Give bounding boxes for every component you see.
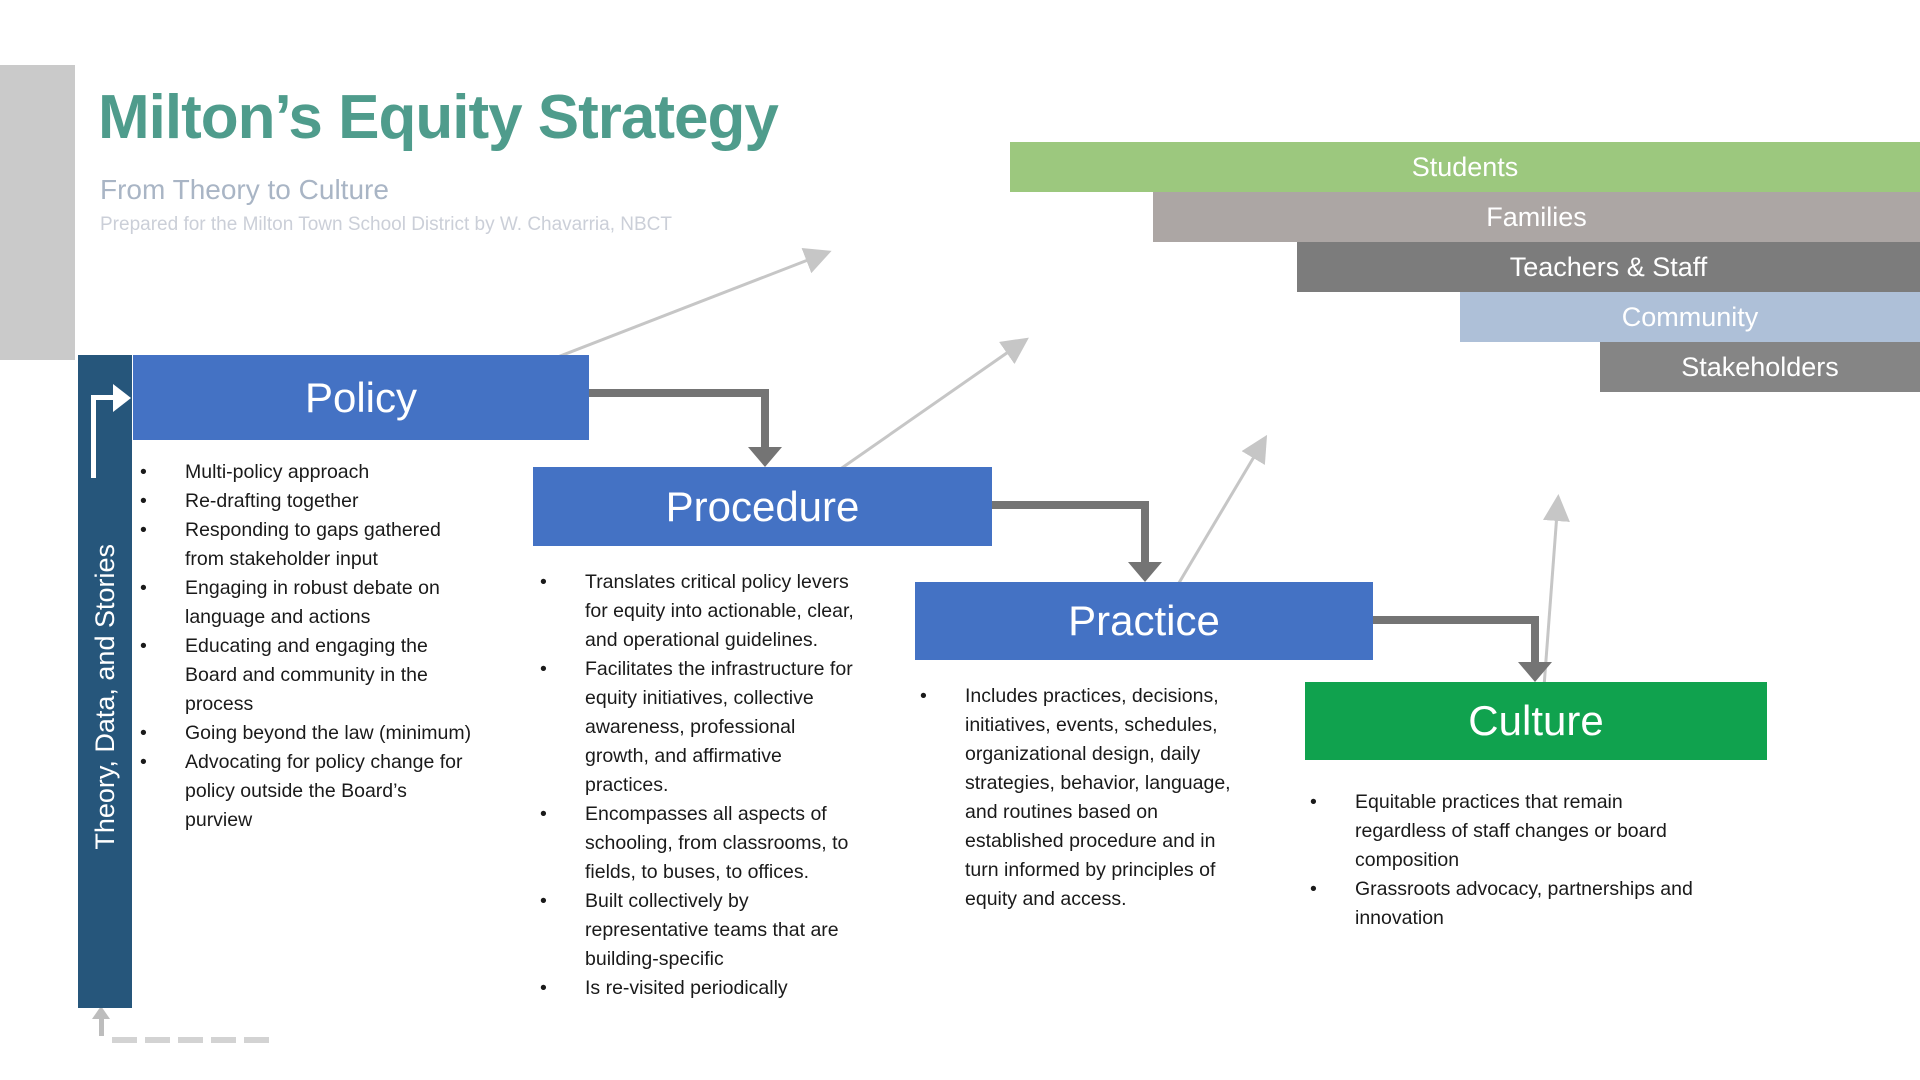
bullet-marker: • <box>140 461 147 483</box>
stakeholder-bar-label: Community <box>1621 301 1759 332</box>
stage-box-label: Policy <box>304 373 418 421</box>
bullet-text: Advocating for policy change for policy … <box>185 751 463 831</box>
stage-box-procedure: Procedure <box>533 467 992 546</box>
bullet-item: • Includes practices, decisions, initiati… <box>920 682 1300 914</box>
stakeholder-bar-teachers-staff: Teachers & Staff <box>1297 242 1920 292</box>
stakeholder-bar-stakeholders: Stakeholders <box>1600 342 1920 392</box>
stage-box-label: Procedure <box>665 482 860 530</box>
bullet-item: • Is re-visited periodically <box>540 974 920 1003</box>
bullet-marker: • <box>140 722 147 744</box>
stage-box-policy: Policy <box>133 355 589 440</box>
bullet-item: • Facilitates the infrastructure for equi… <box>540 655 920 800</box>
up-arrow-shaft <box>99 1018 104 1036</box>
connector-procedure-to-practice-drop <box>1141 501 1149 562</box>
bullet-text: Engaging in robust debate on language an… <box>185 577 440 628</box>
bullet-marker: • <box>540 890 547 912</box>
theory-data-stories-bar: Theory, Data, and Stories <box>78 355 132 1008</box>
bullet-item: • Grassroots advocacy, partnerships and i… <box>1310 875 1760 933</box>
bullet-marker: • <box>140 751 147 773</box>
bullet-marker: • <box>540 803 547 825</box>
stakeholder-bar-families: Families <box>1153 192 1920 242</box>
connector-practice-to-culture-drop <box>1531 616 1539 662</box>
bullet-text: Includes practices, decisions, initiativ… <box>965 685 1231 910</box>
up-arrow-icon <box>92 1006 110 1019</box>
stage-box-culture: Culture <box>1305 682 1767 760</box>
bullet-item: • Educating and engaging the Board and co… <box>140 632 520 719</box>
theory-data-stories-label: Theory, Data, and Stories <box>89 543 120 850</box>
stage-box-label: Culture <box>1468 697 1604 744</box>
bullet-item: • Engaging in robust debate on language a… <box>140 574 520 632</box>
bullet-text: Educating and engaging the Board and com… <box>185 635 428 715</box>
white-elbow-arrow-head-icon <box>113 384 131 412</box>
white-elbow-arrow-shaft <box>91 398 96 478</box>
connector-procedure-to-practice <box>992 501 1149 509</box>
bullet-marker: • <box>540 977 547 999</box>
bullet-marker: • <box>140 577 147 599</box>
stakeholder-bar-students: Students <box>1010 142 1920 192</box>
stage-box-label: Practice <box>1068 597 1220 644</box>
bullet-marker: • <box>540 571 547 593</box>
dashed-path-line <box>112 1037 270 1043</box>
policy-bullet-list: • Multi-policy approach • Re-drafting toget… <box>140 458 520 835</box>
stage-box-practice: Practice <box>915 582 1373 660</box>
connector-arrowhead-down <box>1128 562 1162 582</box>
bullet-item: • Responding to gaps gathered from stakeh… <box>140 516 520 574</box>
bullet-text: Multi-policy approach <box>185 461 370 483</box>
bullet-item: • Encompasses all aspects of schooling, f… <box>540 800 920 887</box>
stakeholder-bar-label: Families <box>1486 201 1587 232</box>
connector-arrowhead-down <box>748 447 782 467</box>
bullet-text: Grassroots advocacy, partnerships and in… <box>1355 878 1693 929</box>
bullet-text: Translates critical policy levers for eq… <box>585 571 854 651</box>
white-elbow-arrow-run <box>91 395 115 400</box>
corner-accent-strip <box>0 65 75 360</box>
bullet-marker: • <box>1310 791 1317 813</box>
bullet-item: • Advocating for policy change for policy… <box>140 748 520 835</box>
bullet-text: Facilitates the infrastructure for equit… <box>585 658 853 796</box>
page-subtitle: From Theory to Culture <box>100 174 389 205</box>
attribution-line: Prepared for the Milton Town School Dist… <box>100 214 672 235</box>
stakeholder-bar-label: Teachers & Staff <box>1509 251 1708 282</box>
connector-practice-to-culture <box>1373 616 1539 624</box>
practice-bullet-list: • Includes practices, decisions, initiati… <box>920 682 1300 914</box>
bullet-text: Equitable practices that remain regardle… <box>1355 791 1667 871</box>
bullet-text: Built collectively by representative tea… <box>585 890 839 970</box>
bullet-marker: • <box>140 635 147 657</box>
bullet-item: • Going beyond the law (minimum) <box>140 719 520 748</box>
procedure-bullet-list: • Translates critical policy levers for e… <box>540 568 920 1003</box>
connector-policy-to-procedure-drop <box>761 389 769 447</box>
bullet-text: Re-drafting together <box>185 490 359 512</box>
bullet-item: • Equitable practices that remain regardl… <box>1310 788 1760 875</box>
bullet-text: Encompasses all aspects of schooling, fr… <box>585 803 849 883</box>
bullet-marker: • <box>140 519 147 541</box>
bullet-item: • Translates critical policy levers for e… <box>540 568 920 655</box>
bullet-item: • Multi-policy approach <box>140 458 520 487</box>
bullet-text: Is re-visited periodically <box>585 977 788 999</box>
bullet-text: Responding to gaps gathered from stakeho… <box>185 519 441 570</box>
bullet-marker: • <box>540 658 547 680</box>
stakeholder-bar-community: Community <box>1460 292 1920 342</box>
bullet-item: • Re-drafting together <box>140 487 520 516</box>
page-title: Milton’s Equity Strategy <box>98 83 779 152</box>
bullet-item: • Built collectively by representative te… <box>540 887 920 974</box>
bullet-text: Going beyond the law (minimum) <box>185 722 472 744</box>
bullet-marker: • <box>140 490 147 512</box>
stakeholder-bar-label: Stakeholders <box>1681 351 1839 382</box>
culture-bullet-list: • Equitable practices that remain regardl… <box>1310 788 1760 933</box>
bullet-marker: • <box>920 685 927 707</box>
bullet-marker: • <box>1310 878 1317 900</box>
stakeholder-bar-label: Students <box>1411 151 1519 182</box>
connector-arrowhead-down <box>1518 662 1552 682</box>
connector-policy-to-procedure <box>589 389 769 397</box>
